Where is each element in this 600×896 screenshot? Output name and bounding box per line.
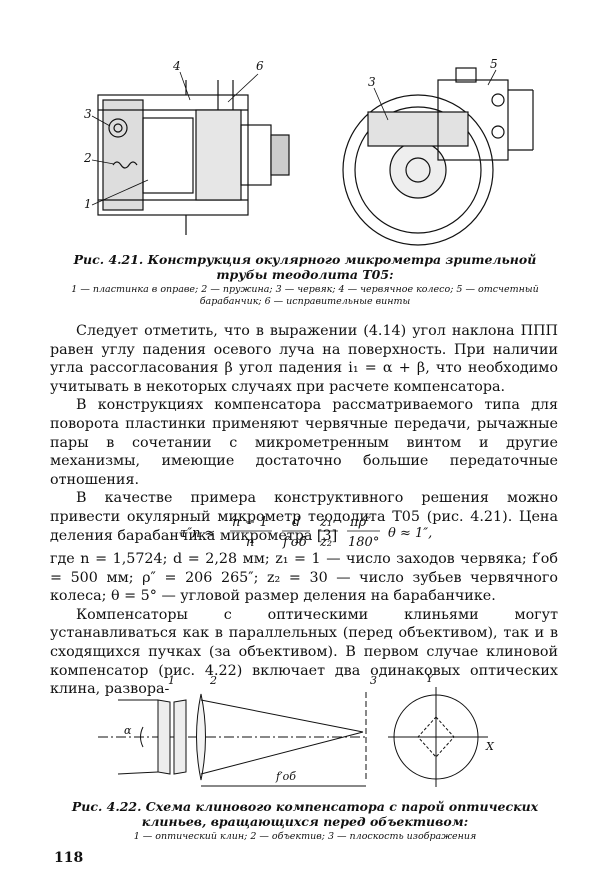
formula-den3: z₂	[319, 535, 332, 550]
svg-text:4: 4	[172, 59, 181, 73]
figure-4-22-caption: Рис. 4.22. Схема клинового компенсатора …	[71, 799, 539, 829]
svg-text:α: α	[124, 724, 132, 737]
formula-rhs: θ ≈ 1″,	[388, 526, 432, 541]
paragraph-3: В качестве примера конструктивного решен…	[50, 490, 558, 544]
micrometer-housing	[97, 94, 249, 216]
body-text-bottom: где n = 1,5724; d = 2,28 мм; z₁ = 1 — чи…	[50, 550, 558, 699]
formula-den4: 180°	[348, 535, 379, 550]
svg-text:1: 1	[168, 674, 175, 687]
drum-housing	[437, 79, 509, 161]
wedge-2	[173, 699, 187, 775]
worm-wheel-outline	[342, 94, 494, 246]
formula-num2: d	[292, 515, 300, 530]
svg-text:2: 2	[83, 151, 92, 165]
spring-drawing	[112, 161, 138, 169]
paragraph-1: Следует отметить, что в выражении (4.14)…	[50, 323, 558, 395]
paragraph-2: В конструкциях компенсатора рассматривае…	[50, 397, 558, 488]
drum-division-formula: τ″п ≈ n − 1 n d f′об z₁ z₂ πρ″ 180° θ ≈ …	[180, 515, 432, 550]
page-number: 118	[54, 850, 84, 866]
svg-text:6: 6	[256, 59, 264, 73]
svg-text:X: X	[485, 740, 495, 753]
svg-text:Y: Y	[426, 672, 435, 685]
svg-text:1: 1	[84, 197, 92, 211]
wedge-1	[157, 699, 171, 775]
figure-4-22-drawing: 1 2 3 Y X α f′об	[98, 672, 495, 787]
body-text-top: Следует отметить, что в выражении (4.14)…	[50, 322, 558, 545]
figure-4-22-legend: 1 — оптический клин; 2 — объектив; 3 — п…	[133, 831, 477, 842]
paragraph-where: где n = 1,5724; d = 2,28 мм; z₁ = 1 — чи…	[50, 551, 558, 605]
formula-num3: z₁	[319, 515, 332, 530]
formula-lhs: τ″п ≈	[180, 526, 215, 541]
figure-4-21-legend: 1 — пластинка в оправе; 2 — пружина; 3 —…	[71, 284, 539, 307]
formula-num1: n − 1	[232, 515, 268, 530]
paragraph-last: Компенсаторы с оптическими клиньями могу…	[50, 606, 558, 698]
formula-den2: f′об	[282, 535, 307, 550]
objective-lens	[196, 693, 206, 781]
svg-text:3: 3	[368, 75, 376, 89]
worm-section	[108, 118, 128, 138]
svg-text:3: 3	[84, 107, 92, 121]
svg-text:3: 3	[370, 674, 377, 687]
figure-4-21-caption: Рис. 4.21. Конструкция окулярного микром…	[73, 252, 537, 282]
formula-num4: πρ″	[349, 515, 371, 530]
figure-4-21-drawing: 3 2 1 4 6 3 5	[83, 57, 534, 246]
formula-den1: n	[246, 535, 254, 550]
svg-text:2: 2	[209, 674, 217, 687]
svg-text:5: 5	[490, 57, 498, 71]
svg-text:f′об: f′об	[275, 770, 296, 783]
